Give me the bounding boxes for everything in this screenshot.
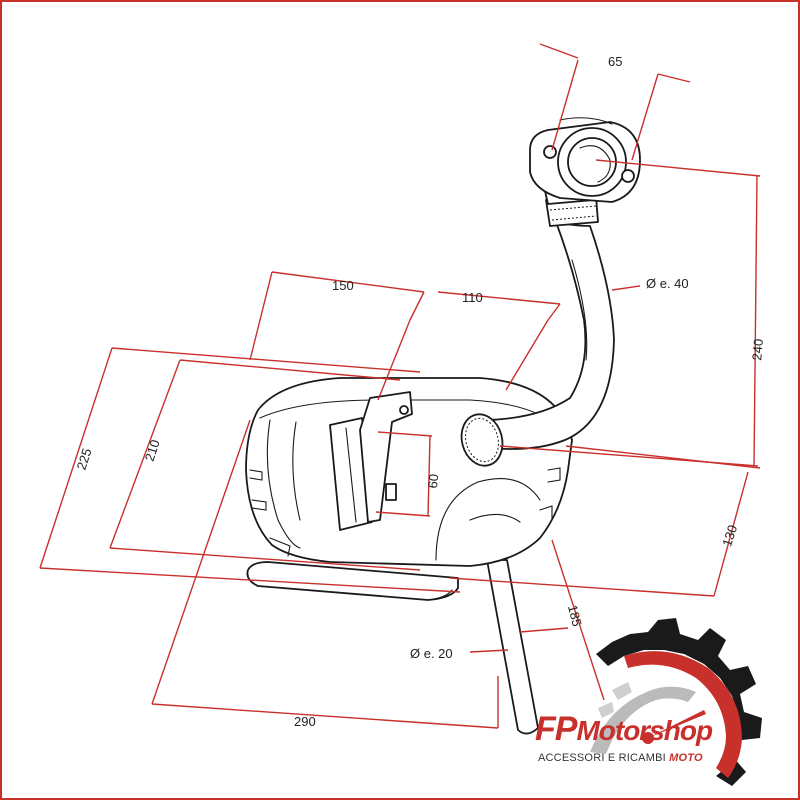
dim-label-height-60: 60 — [425, 473, 441, 489]
dim-label-tailpipe-185: 185 — [565, 603, 585, 628]
tailpipe — [486, 559, 539, 735]
dim-label-outlet-spacing: 65 — [608, 54, 622, 69]
brand-name: FPMotorshop — [535, 710, 713, 749]
dimension-labels: 65 240 Ø e. 40 150 110 225 210 60 130 18… — [74, 54, 766, 729]
brand-tagline: ACCESSORI E RICAMBI MOTO — [538, 752, 703, 764]
exhaust-flange — [529, 117, 641, 203]
dim-label-width-150: 150 — [332, 278, 354, 293]
dimension-lines — [39, 43, 761, 729]
dim-label-width-110: 110 — [462, 290, 483, 305]
dim-label-length-290: 290 — [294, 714, 316, 729]
fp-motorshop-logo — [590, 618, 762, 786]
exhaust-part — [245, 117, 641, 735]
brand-tagline-main: ACCESSORI E RICAMBI — [538, 752, 666, 764]
gear-icon — [590, 618, 762, 786]
dim-label-pipe-diameter: Ø e. 40 — [646, 276, 689, 291]
brand-tagline-accent: MOTO — [669, 752, 703, 764]
dim-label-overall-height: 240 — [749, 338, 766, 361]
dim-label-depth-225: 225 — [74, 446, 95, 471]
brand-name-prefix: FP — [535, 710, 577, 748]
brand-name-main: Motorshop — [576, 715, 713, 746]
silencer-body — [245, 377, 573, 567]
dim-label-tailpipe-diameter: Ø e. 20 — [410, 646, 453, 661]
dim-label-depth-210: 210 — [142, 438, 163, 463]
dim-label-offset-130: 130 — [719, 523, 740, 548]
